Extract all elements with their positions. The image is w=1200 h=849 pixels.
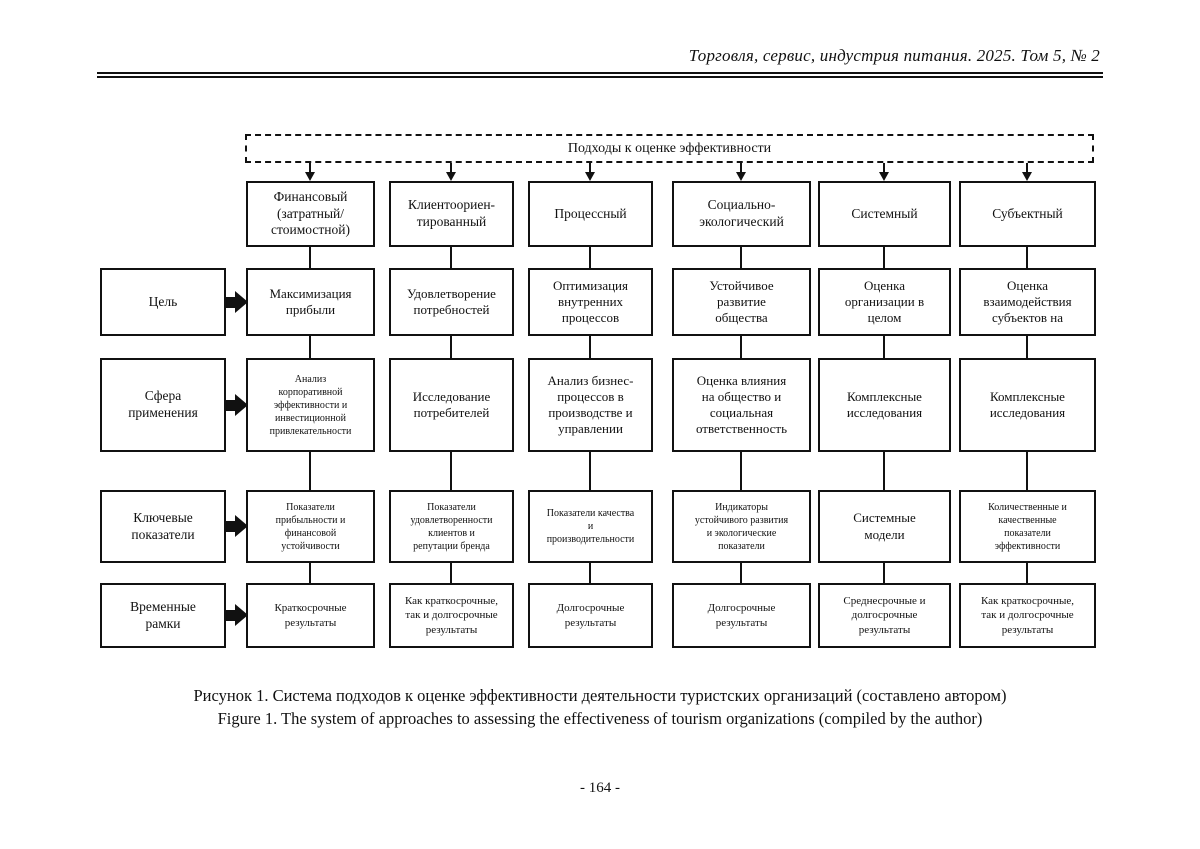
connector-line [589, 336, 591, 358]
figure-caption: Рисунок 1. Система подходов к оценке эфф… [0, 684, 1200, 730]
row-label-timeframe: Временные рамки [100, 583, 226, 648]
connector-line [740, 336, 742, 358]
connector-line [883, 163, 885, 173]
approach-header-systemic: Системный [818, 181, 951, 247]
connector-line [1026, 563, 1028, 583]
connector-line [740, 163, 742, 173]
connector-line [309, 563, 311, 583]
block-arrow-right-icon [226, 297, 235, 308]
approach-header-process: Процессный [528, 181, 653, 247]
cell-financial-scope: Анализ корпоративной эффективности и инв… [246, 358, 375, 452]
cell-socio-indicators: Индикаторы устойчивого развития и эколог… [672, 490, 811, 563]
cell-socio-scope: Оценка влияния на общество и социальная … [672, 358, 811, 452]
cell-financial-indicators: Показатели прибыльности и финансовой уст… [246, 490, 375, 563]
connector-line [450, 336, 452, 358]
connector-line [1026, 336, 1028, 358]
cell-financial-timeframe: Краткосрочные результаты [246, 583, 375, 648]
cell-client-scope: Исследование потребителей [389, 358, 514, 452]
block-arrow-right-icon [235, 291, 248, 313]
root-box-approaches: Подходы к оценке эффективности [245, 134, 1094, 163]
block-arrow-right-icon [226, 521, 235, 532]
cell-client-goal: Удовлетворение потребностей [389, 268, 514, 336]
page-number: - 164 - [580, 780, 620, 796]
cell-process-indicators: Показатели качества и производительности [528, 490, 653, 563]
connector-line [883, 563, 885, 583]
journal-running-title: Торговля, сервис, индустрия питания. 202… [688, 46, 1100, 65]
cell-systemic-indicators: Системные модели [818, 490, 951, 563]
connector-line [1026, 452, 1028, 490]
connector-line [309, 452, 311, 490]
block-arrow-right-icon [235, 515, 248, 537]
cell-subjective-scope: Комплексные исследования [959, 358, 1096, 452]
arrowhead-down-icon [585, 172, 595, 181]
connector-line [309, 336, 311, 358]
connector-line [589, 563, 591, 583]
approach-header-socio-ecological: Социально- экологический [672, 181, 811, 247]
connector-line [883, 452, 885, 490]
arrowhead-down-icon [446, 172, 456, 181]
connector-line [450, 452, 452, 490]
connector-line [450, 163, 452, 173]
arrowhead-down-icon [879, 172, 889, 181]
block-arrow-right-icon [226, 610, 235, 621]
cell-client-indicators: Показатели удовлетворенности клиентов и … [389, 490, 514, 563]
block-arrow-right-icon [235, 604, 248, 626]
cell-client-timeframe: Как краткосрочные, так и долгосрочные ре… [389, 583, 514, 648]
approach-header-subjective: Субъектный [959, 181, 1096, 247]
connector-line [450, 563, 452, 583]
cell-systemic-scope: Комплексные исследования [818, 358, 951, 452]
connector-line [740, 563, 742, 583]
cell-process-scope: Анализ бизнес- процессов в производстве … [528, 358, 653, 452]
connector-line [883, 247, 885, 268]
connector-line [589, 247, 591, 268]
cell-subjective-timeframe: Как краткосрочные, так и долгосрочные ре… [959, 583, 1096, 648]
cell-socio-timeframe: Долгосрочные результаты [672, 583, 811, 648]
connector-line [740, 452, 742, 490]
connector-line [1026, 247, 1028, 268]
connector-line [309, 247, 311, 268]
row-label-scope: Сфера применения [100, 358, 226, 452]
header-double-rule [97, 72, 1103, 78]
cell-subjective-indicators: Количественные и качественные показатели… [959, 490, 1096, 563]
connector-line [589, 163, 591, 173]
approach-header-client-oriented: Клиентоориен- тированный [389, 181, 514, 247]
cell-process-goal: Оптимизация внутренних процессов [528, 268, 653, 336]
arrowhead-down-icon [1022, 172, 1032, 181]
block-arrow-right-icon [226, 400, 235, 411]
connector-line [589, 452, 591, 490]
cell-financial-goal: Максимизация прибыли [246, 268, 375, 336]
connector-line [450, 247, 452, 268]
connector-line [883, 336, 885, 358]
cell-socio-goal: Устойчивое развитие общества [672, 268, 811, 336]
connector-line [740, 247, 742, 268]
figure-caption-ru: Рисунок 1. Система подходов к оценке эфф… [193, 686, 1007, 705]
approach-header-financial: Финансовый (затратный/ стоимостной) [246, 181, 375, 247]
connector-line [1026, 163, 1028, 173]
row-label-indicators: Ключевые показатели [100, 490, 226, 563]
cell-systemic-timeframe: Среднесрочные и долгосрочные результаты [818, 583, 951, 648]
arrowhead-down-icon [305, 172, 315, 181]
cell-systemic-goal: Оценка организации в целом [818, 268, 951, 336]
cell-process-timeframe: Долгосрочные результаты [528, 583, 653, 648]
connector-line [309, 163, 311, 173]
cell-subjective-goal: Оценка взаимодействия субъектов на [959, 268, 1096, 336]
block-arrow-right-icon [235, 394, 248, 416]
arrowhead-down-icon [736, 172, 746, 181]
row-label-goal: Цель [100, 268, 226, 336]
figure-caption-en: Figure 1. The system of approaches to as… [217, 709, 983, 729]
